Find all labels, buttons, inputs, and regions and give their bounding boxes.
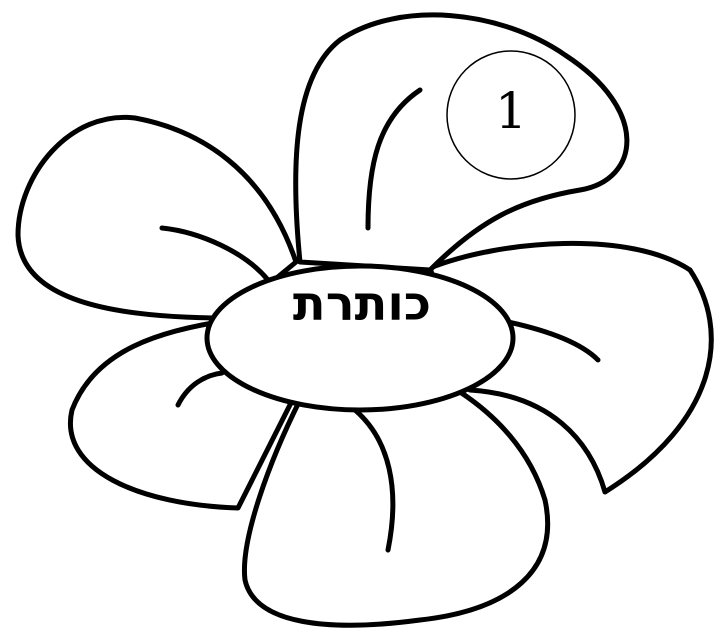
petal-bottom <box>244 392 547 625</box>
center-title: כותרת <box>293 276 431 332</box>
number-badge: 1 <box>447 51 575 179</box>
badge-number: 1 <box>495 82 527 140</box>
